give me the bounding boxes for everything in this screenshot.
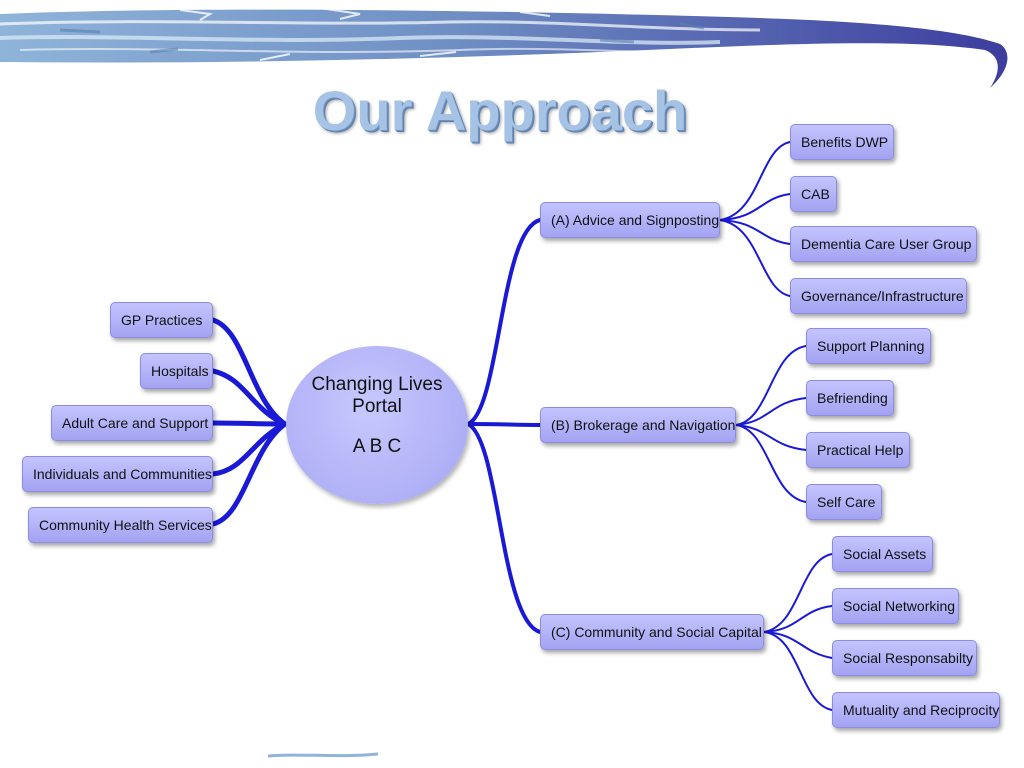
left-node-individuals-and-communities: Individuals and Communities	[22, 456, 213, 492]
page-title: Our Approach	[312, 79, 688, 142]
connector-b-4	[735, 424, 807, 503]
connector-b-2	[735, 397, 807, 426]
connector-a-1	[719, 141, 791, 221]
connector-adult-care	[210, 420, 288, 427]
hub-line-1: Changing Lives	[311, 374, 443, 395]
connector-branch-a	[466, 218, 542, 426]
leaf-node-dementia-care-user-group: Dementia Care User Group	[790, 226, 977, 262]
connector-a-3	[719, 219, 791, 245]
leaf-node-cab: CAB	[790, 176, 837, 212]
connector-c-1	[763, 553, 833, 633]
connector-b-3	[735, 424, 807, 451]
leaf-node-benefits-dwp: Benefits DWP	[790, 124, 894, 160]
connector-c-2	[763, 605, 833, 633]
connector-a-4	[719, 219, 791, 297]
left-node-adult-care-and-support: Adult Care and Support	[51, 405, 213, 441]
left-node-gp-practices: GP Practices	[110, 302, 213, 338]
leaf-node-mutuality-and-reciprocity: Mutuality and Reciprocity	[832, 692, 1000, 728]
hub-line-3: A B C	[352, 436, 402, 457]
leaf-node-social-networking: Social Networking	[832, 588, 959, 624]
connector-hospitals	[210, 368, 288, 427]
connector-c-4	[763, 631, 833, 711]
connector-c-3	[763, 631, 833, 659]
leaf-node-support-planning: Support Planning	[806, 328, 931, 364]
connector-branch-c	[466, 422, 542, 634]
connector-branch-b	[466, 422, 542, 427]
connector-a-2	[719, 193, 791, 221]
leaf-node-practical-help: Practical Help	[806, 432, 910, 468]
left-node-community-health-services: Community Health Services	[28, 507, 213, 543]
connector-community-health	[210, 421, 288, 527]
leaf-node-self-care: Self Care	[806, 484, 882, 520]
leaf-node-befriending: Befriending	[806, 380, 894, 416]
branch-node-a: (A) Advice and Signposting	[540, 202, 720, 238]
footer-decoration	[268, 752, 378, 758]
hub-node: Changing Lives Portal A B C	[286, 346, 468, 504]
header-banner	[0, 7, 1008, 88]
leaf-node-social-responsabilty: Social Responsabilty	[832, 640, 977, 676]
branch-node-b: (B) Brokerage and Navigation	[540, 407, 736, 443]
hub-line-2: Portal	[352, 396, 402, 417]
connector-gp-practices	[210, 317, 288, 427]
connector-b-1	[735, 345, 807, 426]
leaf-node-governance-infrastructure: Governance/Infrastructure	[790, 278, 967, 314]
leaf-node-social-assets: Social Assets	[832, 536, 933, 572]
left-node-hospitals: Hospitals	[140, 353, 213, 389]
branch-node-c: (C) Community and Social Capital	[540, 614, 764, 650]
